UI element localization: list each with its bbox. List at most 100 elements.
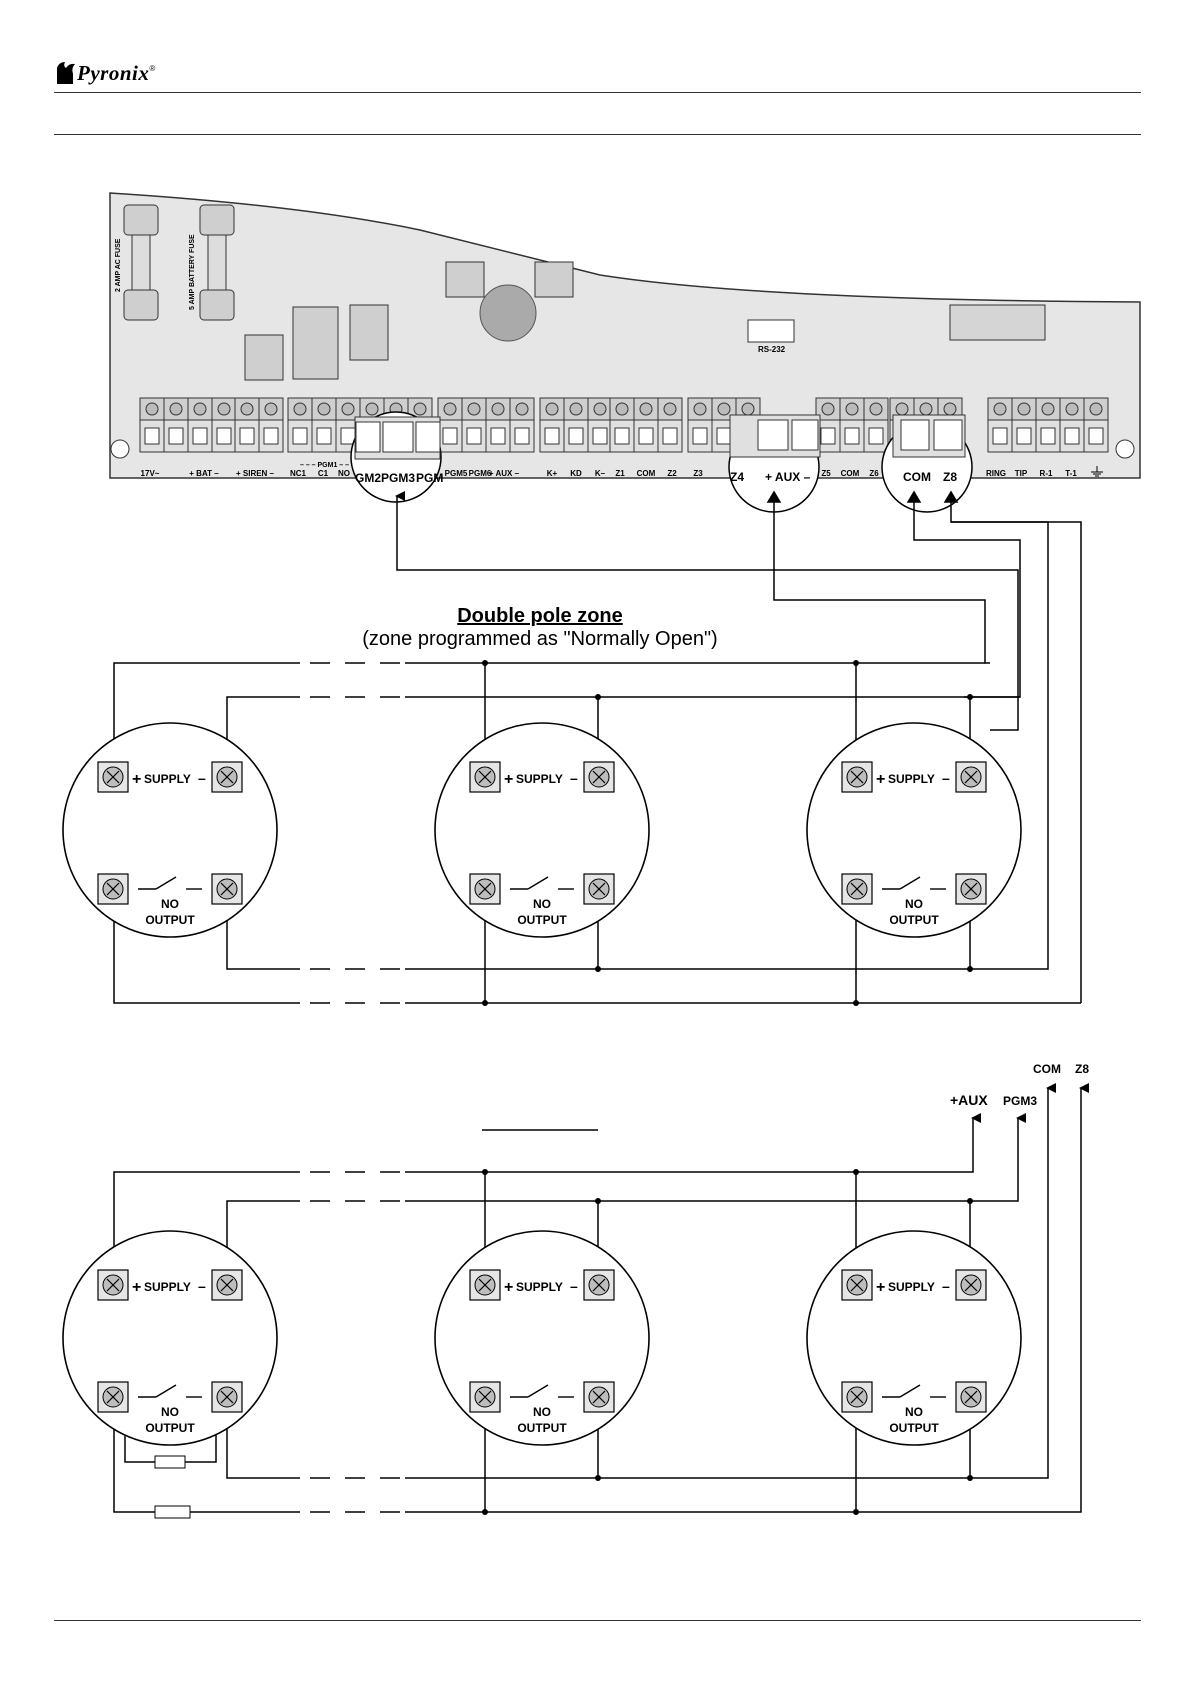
- flame-icon: [57, 62, 75, 84]
- terminal-screw: [97, 1269, 129, 1301]
- detector: +SUPPLY– NO OUTPUT: [806, 722, 1022, 938]
- terminal-label: T-1: [1065, 469, 1077, 478]
- header-rule-top: [54, 92, 1141, 93]
- terminal-screw: [211, 761, 243, 793]
- terminal-screw: [211, 1381, 243, 1413]
- battery-fuse: 5 AMP BATTERY FUSE: [189, 204, 235, 321]
- no-label: NO: [161, 897, 179, 911]
- supply-plus: +: [876, 771, 885, 788]
- zoom-pgm: GM2 PGM3 PGM: [350, 411, 443, 503]
- supply-minus: –: [198, 1278, 206, 1294]
- terminal-label: C1: [318, 469, 329, 478]
- terminal-label: + SIREN –: [236, 469, 275, 478]
- battery-fuse-label: 5 AMP BATTERY FUSE: [189, 234, 196, 310]
- terminal-label: TIP: [1015, 469, 1028, 478]
- terminal-screw: [469, 761, 501, 793]
- supply-minus: –: [198, 770, 206, 786]
- supply-plus: +: [876, 1279, 885, 1296]
- terminal-screw: [955, 1269, 987, 1301]
- supply-plus: +: [504, 1279, 513, 1296]
- terminal-screw: [841, 761, 873, 793]
- no-label: NO: [533, 897, 551, 911]
- terminal-label: + BAT –: [189, 469, 219, 478]
- ac-fuse-label: 2 AMP AC FUSE: [115, 238, 122, 292]
- terminal-label: 17V~: [141, 469, 160, 478]
- mount-hole-right: [1115, 439, 1135, 459]
- terminal-label: NO: [338, 469, 350, 478]
- supply-label: SUPPLY: [888, 1280, 935, 1294]
- switch-icon: [510, 1384, 574, 1398]
- wires-section-1: [113, 490, 1082, 1004]
- jumper-1: [445, 261, 485, 298]
- output-label: OUTPUT: [889, 913, 939, 927]
- rs232-label: RS-232: [758, 345, 786, 354]
- switch-icon: [510, 876, 574, 890]
- supply-minus: –: [942, 1278, 950, 1294]
- supply-minus: –: [570, 1278, 578, 1294]
- output-label: OUTPUT: [145, 1421, 195, 1435]
- terminal-screw: [211, 1269, 243, 1301]
- switch-icon: [882, 1384, 946, 1398]
- terminal-label: Z2: [667, 469, 677, 478]
- terminal-label: COM: [637, 469, 656, 478]
- relay-2: [349, 304, 389, 361]
- label-pgm3: PGM3: [1003, 1094, 1037, 1108]
- zoom-label-z8: Z8: [943, 470, 957, 484]
- no-label: NO: [161, 1405, 179, 1419]
- pgm1-label: – – – PGM1 – – –: [300, 462, 355, 469]
- zoom-aux: Z4 + AUX –: [728, 414, 821, 513]
- terminal-label: K–: [595, 469, 606, 478]
- supply-minus: –: [570, 770, 578, 786]
- junctions-section-2: [482, 1169, 973, 1515]
- terminal-screw: [841, 1269, 873, 1301]
- terminal-label: Z6: [869, 469, 879, 478]
- section-1-subtitle: (zone programmed as "Normally Open"): [362, 628, 718, 650]
- label-aux: +AUX: [950, 1092, 988, 1108]
- no-label: NO: [905, 897, 923, 911]
- terminal-label: NC1: [290, 469, 307, 478]
- terminal-screw: [469, 873, 501, 905]
- terminal-screw: [841, 873, 873, 905]
- switch-icon: [882, 876, 946, 890]
- output-label: OUTPUT: [517, 913, 567, 927]
- relay-small: [244, 334, 284, 381]
- terminal-screw: [97, 873, 129, 905]
- terminal-label: R-1: [1040, 469, 1053, 478]
- dashes-section-2: [310, 1171, 400, 1513]
- label-z8: Z8: [1075, 1062, 1089, 1076]
- resistor-2: [154, 1505, 191, 1519]
- jumper-2: [534, 261, 574, 298]
- supply-plus: +: [132, 1279, 141, 1296]
- terminal-screw: [469, 1381, 501, 1413]
- supply-label: SUPPLY: [516, 772, 563, 786]
- dialler-header: [949, 304, 1046, 341]
- zoom-label-aux: + AUX –: [765, 470, 811, 484]
- detectors: +SUPPLY–NOOUTPUT+SUPPLY–NOOUTPUT+SUPPLY–…: [62, 722, 1022, 1446]
- supply-plus: +: [132, 771, 141, 788]
- terminal-label: Z3: [693, 469, 703, 478]
- supply-label: SUPPLY: [888, 772, 935, 786]
- terminal-screw: [583, 1381, 615, 1413]
- junctions-section-1: [482, 660, 973, 1006]
- terminal-label: COM: [841, 469, 860, 478]
- section-1-title: Double pole zone (zone programmed as "No…: [320, 605, 760, 651]
- terminal-screw: [955, 761, 987, 793]
- ac-fuse: 2 AMP AC FUSE: [115, 204, 159, 321]
- terminal-label: + AUX –: [489, 469, 520, 478]
- rs232-connector: [747, 319, 795, 343]
- terminal-screw: [955, 873, 987, 905]
- label-com: COM: [1033, 1062, 1061, 1076]
- switch-icon: [138, 876, 202, 890]
- zoom-label-z4: Z4: [730, 470, 744, 484]
- terminal-label: KD: [570, 469, 582, 478]
- supply-minus: –: [942, 770, 950, 786]
- terminal-label: Z5: [821, 469, 831, 478]
- output-label: OUTPUT: [889, 1421, 939, 1435]
- supply-label: SUPPLY: [516, 1280, 563, 1294]
